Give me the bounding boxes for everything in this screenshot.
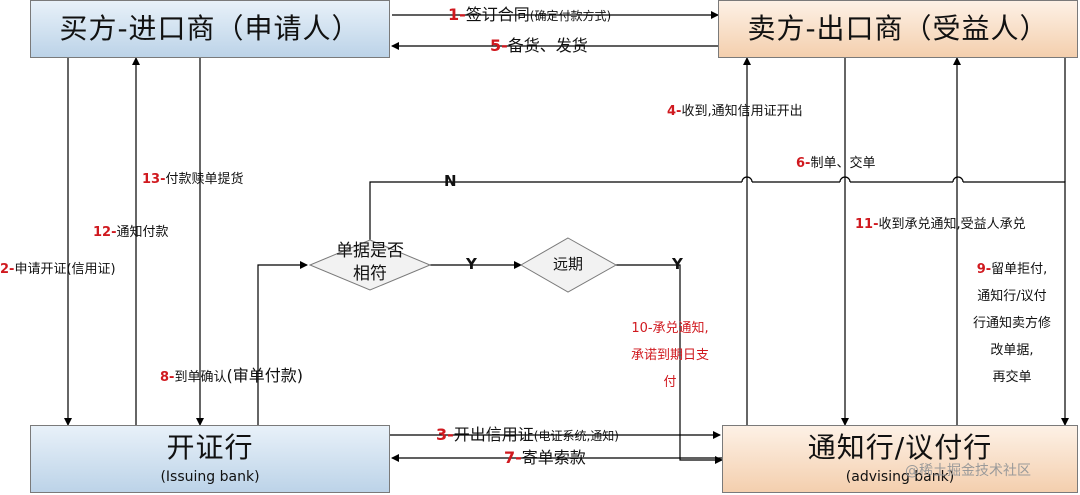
- issuing-bank-title: 开证行: [166, 430, 254, 464]
- step-10-line3: 付: [663, 375, 677, 390]
- step-5-text: 备货、发货: [507, 36, 588, 55]
- buyer-box: 买方-进口商（申请人）: [30, 0, 390, 58]
- advising-bank-title: 通知行/议付行: [807, 430, 993, 464]
- step-10-line2: 承诺到期日支: [630, 348, 709, 363]
- step-6-num: 6-: [796, 156, 811, 171]
- step-9-label: 9-留单拒付, 通知行/议付 行通知卖方修 改单据, 再交单: [970, 256, 1054, 391]
- step-5-label: 5-备货、发货: [490, 36, 588, 55]
- step-13-num: 13-: [142, 172, 166, 187]
- issuing-bank-box: 开证行 (Issuing bank): [30, 425, 390, 493]
- step-13-label: 13-付款赎单提货: [142, 172, 244, 188]
- step-1-note: (确定付款方式): [529, 9, 612, 23]
- step-2-text: 申请开证: [14, 262, 67, 277]
- step-8-num: 8-: [160, 370, 175, 385]
- step-3-num: 3-: [436, 425, 454, 444]
- step-4-text: 收到,通知信用证开出: [681, 104, 803, 119]
- step-11-label: 11-收到承兑通知,受益人承兑: [855, 217, 1026, 233]
- step-4-num: 4-: [667, 104, 682, 119]
- step-3-note: (电证系统,通知): [533, 429, 619, 443]
- step-8-label: 8-到单确认(审单付款): [160, 366, 303, 386]
- watermark-text: @稀土掘金技术社区: [905, 463, 1031, 479]
- step-3-label: 3-开出信用证(电证系统,通知): [436, 425, 619, 444]
- branch-no: N: [444, 172, 457, 190]
- decision-docs-shape: [308, 239, 432, 291]
- step-11-text: 收到承兑通知,受益人承兑: [878, 217, 1026, 232]
- seller-title: 卖方-出口商（受益人）: [747, 11, 1049, 45]
- step-6-text: 制单、交单: [810, 156, 876, 171]
- step-2-note: (信用证): [66, 262, 116, 277]
- decision-term: 远期: [552, 255, 583, 273]
- issuing-bank-en: (Issuing bank): [160, 469, 260, 486]
- step-13-text: 付款赎单提货: [165, 172, 244, 187]
- advising-bank-en: (advising bank): [845, 469, 955, 486]
- step-9-line3: 行通知卖方修: [972, 316, 1051, 331]
- step-3-text: 开出信用证: [453, 425, 534, 444]
- step-9-line2: 通知行/议付: [977, 289, 1047, 304]
- step-1-label: 1-签订合同(确定付款方式): [448, 5, 611, 24]
- step-9-line4: 改单据,: [990, 343, 1034, 358]
- step-11-num: 11-: [855, 217, 879, 232]
- step-12-text: 通知付款: [116, 225, 169, 240]
- branch-yes-1: Y: [466, 255, 477, 273]
- step-1-text: 签订合同: [465, 5, 530, 24]
- step-2-num: 2-: [0, 262, 15, 277]
- step-9-line5: 再交单: [992, 370, 1032, 385]
- decision-docs-line2: 相符: [353, 263, 387, 284]
- step-8-text: 到单确认: [174, 370, 227, 385]
- branch-yes-2: Y: [672, 255, 683, 273]
- step-5-num: 5-: [490, 36, 508, 55]
- step-7-text: 寄单索款: [521, 448, 586, 467]
- step-4-label: 4-收到,通知信用证开出: [667, 104, 803, 120]
- step-10-line1: 10-承兑通知,: [631, 321, 709, 336]
- step-7-label: 7-寄单索款: [504, 448, 586, 467]
- step-7-num: 7-: [504, 448, 522, 467]
- buyer-title: 买方-进口商（申请人）: [59, 11, 361, 45]
- decision-docs: 单据是否 相符: [320, 240, 420, 286]
- step-8-note: (审单付款): [226, 366, 303, 385]
- step-12-num: 12-: [93, 225, 117, 240]
- decision-docs-line1: 单据是否: [336, 241, 404, 261]
- step-2-label: 2-申请开证(信用证): [0, 262, 116, 278]
- decision-term-shape: [519, 237, 618, 293]
- seller-box: 卖方-出口商（受益人）: [718, 0, 1078, 58]
- step-1-num: 1-: [448, 5, 466, 24]
- step-9-line1: 留单拒付,: [991, 262, 1048, 277]
- step-9-num: 9-: [976, 262, 992, 277]
- step-10-label: 10-承兑通知, 承诺到期日支 付: [616, 315, 724, 396]
- step-6-label: 6-制单、交单: [796, 156, 875, 172]
- advising-bank-box: 通知行/议付行 (advising bank): [722, 425, 1078, 493]
- step-12-label: 12-通知付款: [93, 225, 169, 241]
